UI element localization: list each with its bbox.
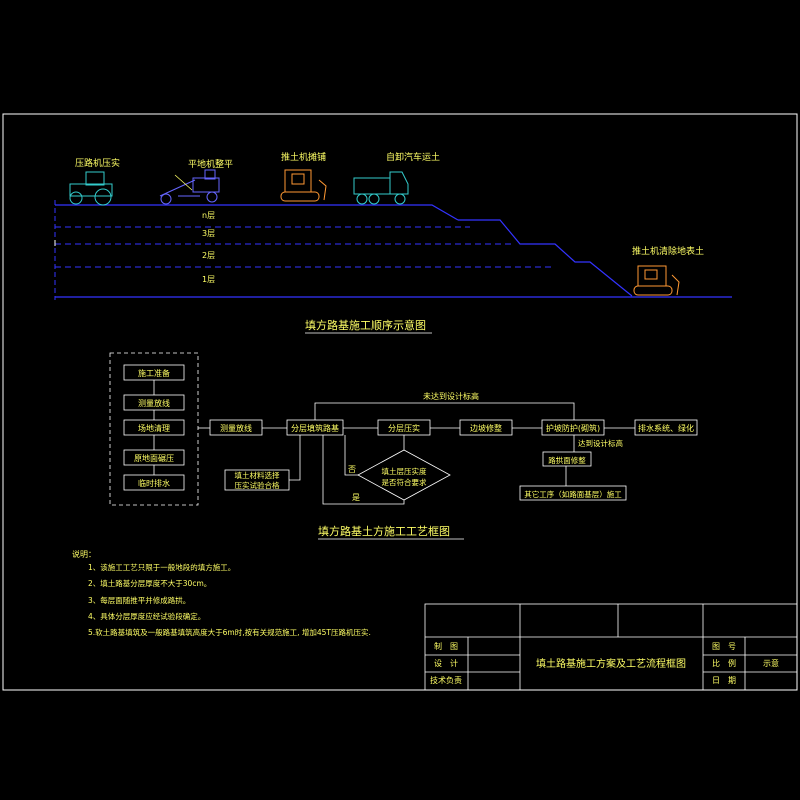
loop-top bbox=[314, 402, 575, 420]
flow-box-survey bbox=[209, 419, 263, 436]
right-label-number: 图 号 bbox=[712, 642, 736, 651]
flow-label-slope: 边坡修整 bbox=[470, 423, 502, 433]
scale-value: 示意 bbox=[763, 658, 779, 668]
title-block-frame bbox=[424, 603, 798, 691]
note-5: 5.软土路基填筑及一般路基填筑高度大于6m时,按有关规范施工, 增加45T压路机… bbox=[88, 627, 371, 637]
notes-heading: 说明： bbox=[72, 549, 96, 559]
flow-label-fill: 分层填筑路基 bbox=[291, 423, 339, 433]
prep-container bbox=[109, 352, 199, 506]
layer-label-2: 2层 bbox=[202, 251, 215, 260]
grader-icon bbox=[159, 169, 220, 205]
conn-decision-yes bbox=[322, 435, 405, 505]
embankment-slope bbox=[458, 219, 633, 297]
layer-label-n: n层 bbox=[202, 211, 215, 220]
title-block bbox=[424, 603, 798, 691]
embankment-section: n层 3层 2层 1层 压路机压实 平地机整平 推 bbox=[54, 151, 732, 334]
side-label-2: 压实试验合格 bbox=[235, 480, 280, 490]
layer-label-3: 3层 bbox=[202, 229, 215, 238]
prep-label-3: 场地清理 bbox=[138, 423, 170, 433]
conn-decision-no bbox=[344, 435, 358, 476]
title-block-text: 制 图 设 计 技术负责 填土路基施工方案及工艺流程框图 图 号 比 例 日 期… bbox=[430, 641, 779, 685]
prep-label-2: 测量放线 bbox=[138, 398, 170, 408]
bulldozer-icon bbox=[280, 169, 327, 202]
decision-label-1: 填土层压实度 bbox=[382, 466, 427, 476]
flow-label-compact: 分层压实 bbox=[388, 423, 420, 433]
flowchart bbox=[109, 352, 698, 506]
prep-label-5: 临时排水 bbox=[138, 478, 170, 488]
flow-label-drain: 排水系统、绿化 bbox=[638, 423, 694, 433]
note-2: 2、填土路基分层厚度不大于30cm。 bbox=[88, 578, 211, 588]
other-label: 其它工序（如路面基层）施工 bbox=[524, 489, 622, 499]
bulldozer-clear-label: 推土机清除地表土 bbox=[632, 245, 704, 257]
notes: 说明： 1、该施工工艺只限于一般地段的填方施工。 2、填土路基分层厚度不大于30… bbox=[72, 549, 371, 637]
section1-title: 填方路基施工顺序示意图 bbox=[305, 318, 426, 332]
grader-arrow bbox=[174, 174, 193, 191]
grader-label: 平地机整平 bbox=[188, 158, 233, 170]
section2-title: 填方路基土方施工工艺框图 bbox=[318, 524, 450, 538]
prep-label-1: 施工准备 bbox=[138, 368, 170, 378]
drawing-frame bbox=[2, 113, 798, 691]
decision-label-2: 是否符合要求 bbox=[382, 477, 427, 487]
bulldozer-spread-label: 推土机摊铺 bbox=[281, 151, 326, 163]
dump-truck-label: 自卸汽车运土 bbox=[386, 151, 440, 163]
embankment-top-line bbox=[55, 204, 459, 221]
decision-yes-label: 是 bbox=[352, 493, 360, 502]
side-label-1: 填土材料选择 bbox=[235, 470, 280, 480]
right-label-date: 日 期 bbox=[712, 676, 736, 685]
decision-no-label: 否 bbox=[348, 465, 356, 474]
flow-box-protect bbox=[541, 419, 605, 436]
flow-label-protect: 护坡防护(砌筑) bbox=[546, 423, 600, 433]
dump-truck-icon bbox=[353, 171, 409, 205]
loop-label: 未达到设计标高 bbox=[423, 391, 479, 401]
flow-box-slope bbox=[459, 419, 513, 436]
layer-label-1: 1层 bbox=[202, 275, 215, 284]
drawing-title: 填土路基施工方案及工艺流程框图 bbox=[536, 657, 686, 670]
note-1: 1、该施工工艺只限于一般地段的填方施工。 bbox=[88, 562, 235, 572]
other-box bbox=[519, 485, 627, 501]
flow-box-drain bbox=[634, 419, 698, 436]
trim-label: 路拱面修整 bbox=[548, 455, 586, 465]
row-label-design: 设 计 bbox=[434, 658, 458, 668]
note-3: 3、每层面随推平并修成路拱。 bbox=[88, 595, 190, 605]
row-label-draw: 制 图 bbox=[434, 641, 458, 651]
prep-label-4: 原地面碾压 bbox=[134, 453, 174, 463]
flowchart-text: 施工准备 测量放线 场地清理 原地面碾压 临时排水 测量放线 分层填筑路基 分层… bbox=[134, 368, 694, 540]
right-label-scale: 比 例 bbox=[712, 658, 736, 668]
reach-label: 达到设计标高 bbox=[578, 438, 623, 448]
bulldozer-clear-icon bbox=[633, 265, 680, 296]
conn-side-fill bbox=[289, 435, 301, 481]
flow-label-survey: 测量放线 bbox=[220, 423, 252, 433]
roller-icon bbox=[69, 171, 113, 206]
note-4: 4、具体分层厚度应经试验段确定。 bbox=[88, 611, 205, 621]
row-label-tech: 技术负责 bbox=[430, 675, 462, 685]
roller-label: 压路机压实 bbox=[75, 157, 120, 169]
trim-box bbox=[542, 451, 592, 467]
